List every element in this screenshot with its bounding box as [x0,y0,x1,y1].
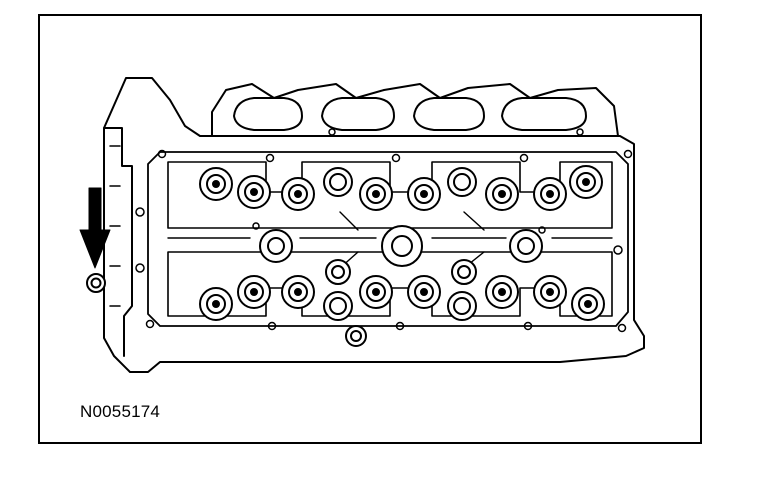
port-4 [501,97,587,131]
target-fastener [86,273,106,293]
bolt [571,287,605,321]
bolt [323,167,353,197]
cylinder-head-illustration [79,77,645,373]
boss [509,229,543,263]
bolt [485,275,519,309]
perimeter-holes [135,128,633,333]
bolt [447,167,477,197]
bolt [407,275,441,309]
head-left-end-ribs [109,145,121,307]
bolt [359,275,393,309]
bolt [323,291,353,321]
bolt [237,175,271,209]
port-3 [413,97,485,131]
bolt [237,275,271,309]
lower-bolt-row [199,275,605,347]
bolt [533,177,567,211]
bolt [569,165,603,199]
head-outer-outline [103,77,645,373]
head-left-end-detail [103,127,133,357]
bolt [199,287,233,321]
port-2 [321,97,395,131]
bolt [407,177,441,211]
bolt [533,275,567,309]
bolt [447,291,477,321]
bolt [281,177,315,211]
boss [451,259,477,285]
bolt [281,275,315,309]
boss [381,225,423,267]
upper-bolt-row [199,165,603,211]
bolt [199,167,233,201]
port-1 [233,97,303,131]
figure-frame: N0055174 [38,14,702,444]
boss [259,229,293,263]
bolt [485,177,519,211]
bolt [359,177,393,211]
center-bosses [259,225,543,285]
down-arrow-icon [79,187,111,269]
figure-id-label: N0055174 [80,402,161,421]
deck-inner-outline [147,151,629,327]
boss [325,259,351,285]
center-web [167,211,613,269]
bolt [345,325,367,347]
